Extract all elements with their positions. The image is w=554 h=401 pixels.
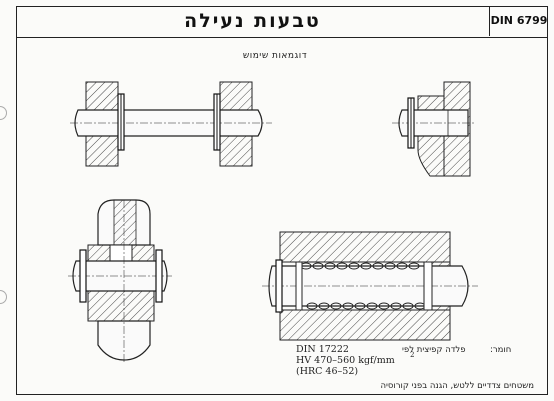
din-reference: DIN 17222	[296, 344, 349, 355]
drawing-spring-pin	[262, 231, 478, 341]
sheet-title: טבעות נעילה	[184, 10, 321, 32]
material-line: DIN 17222 פלדה קפיצית לפי חומר:	[280, 344, 534, 355]
hardness-exponent: 2	[410, 351, 415, 359]
material-label: חומר:	[490, 345, 512, 355]
hardness-hv-line: HV 470–560 kgf/mm 2	[280, 351, 534, 366]
title-block: טבעות נעילה DIN 6799	[16, 6, 548, 38]
drawing-clevis-pin	[68, 199, 172, 362]
hardness-hv: HV 470–560 kgf/mm	[296, 355, 395, 366]
hardness-hrc: (HRC 46–52)	[296, 366, 359, 377]
sheet-frame	[16, 6, 548, 395]
material-notes: DIN 17222 פלדה קפיצית לפי חומר: HV 470–5…	[280, 344, 534, 377]
din-number: DIN 6799	[490, 14, 548, 27]
surface-note: משטחים צדדיים ללטש, הגנה בפני קורוסיה	[380, 381, 534, 391]
material-description: פלדה קפיצית לפי	[402, 345, 466, 355]
section-heading: דוגמאות שימוש	[242, 51, 308, 61]
title-divider	[489, 6, 490, 36]
hardness-hrc-line: (HRC 46–52)	[280, 366, 534, 377]
drawing-stepped-housing	[392, 81, 476, 177]
drawing-shaft-two-walls	[70, 81, 272, 167]
